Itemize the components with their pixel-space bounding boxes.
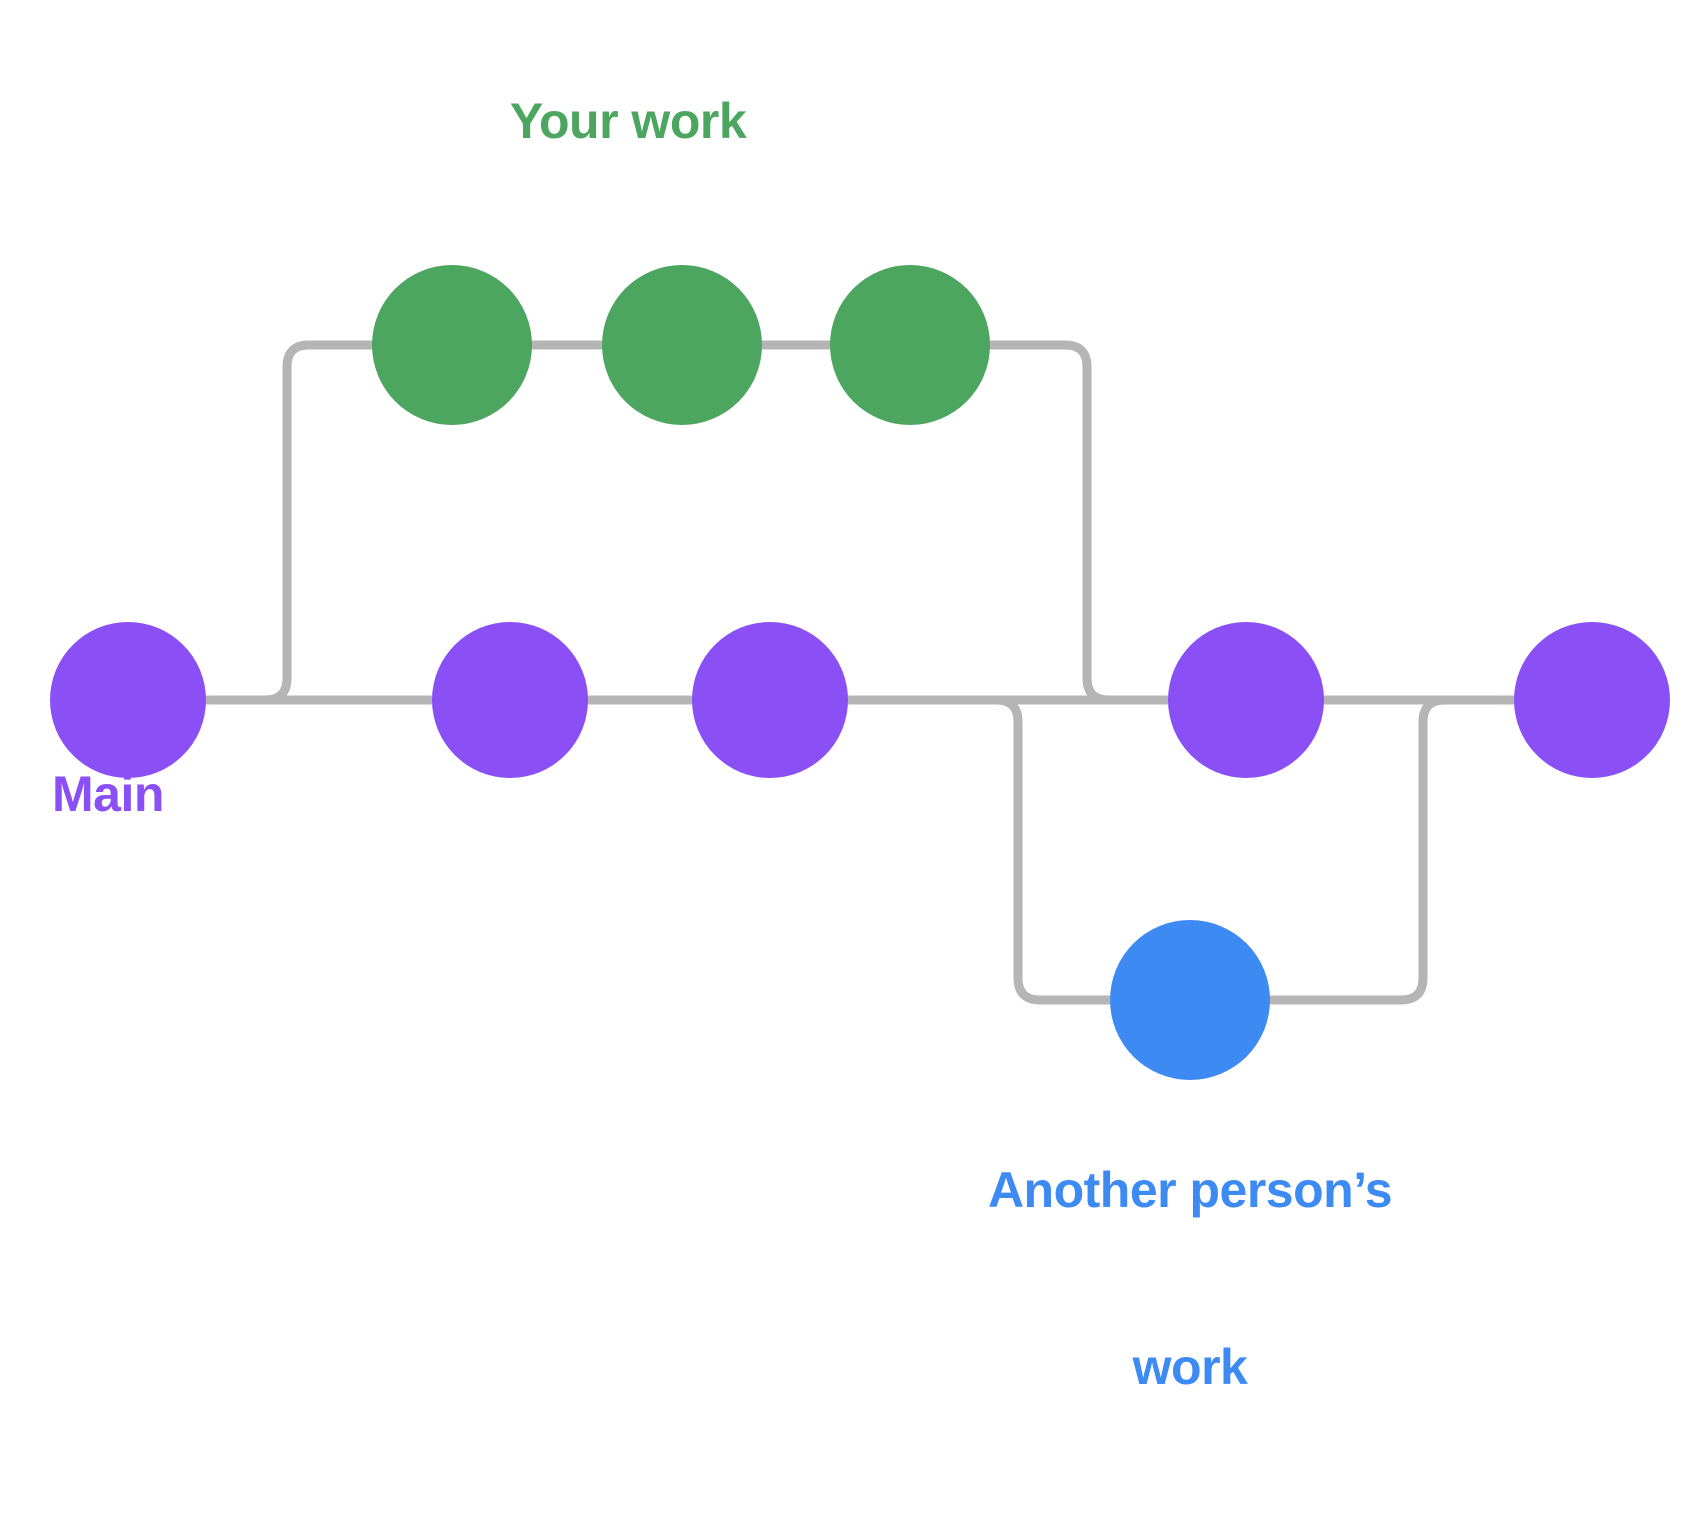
commit-node-your-work-2[interactable] (602, 265, 762, 425)
connector-merge-your-work-into-main (985, 340, 1173, 705)
commit-node-main-2[interactable] (432, 622, 588, 778)
commit-node-main-3[interactable] (692, 622, 848, 778)
branch-label-main: Main (52, 766, 164, 822)
commit-node-main-4[interactable] (1168, 622, 1324, 778)
connector-branch-up-to-your-work (247, 340, 377, 705)
commit-node-your-work-1[interactable] (372, 265, 532, 425)
connector-lines (201, 340, 1519, 1005)
commit-node-main-5[interactable] (1514, 622, 1670, 778)
connector-branch-down-to-another-person (843, 695, 1115, 1005)
branch-label-another-person-line-1: Another person’s (987, 1162, 1393, 1218)
commit-node-your-work-3[interactable] (830, 265, 990, 425)
branch-label-another-person-line-2: work (1132, 1339, 1248, 1395)
commit-node-main-1[interactable] (50, 622, 206, 778)
connector-merge-another-person-into-main (1265, 695, 1519, 1005)
git-branching-diagram: Your work Main Another person’s work (50, 93, 1670, 1395)
commit-node-another-person-1[interactable] (1110, 920, 1270, 1080)
commit-nodes (50, 265, 1670, 1080)
branch-label-your-work: Your work (509, 93, 747, 149)
branch-label-another-person: Another person’s work (760, 1043, 1620, 1515)
git-graph-canvas (50, 265, 1670, 1080)
